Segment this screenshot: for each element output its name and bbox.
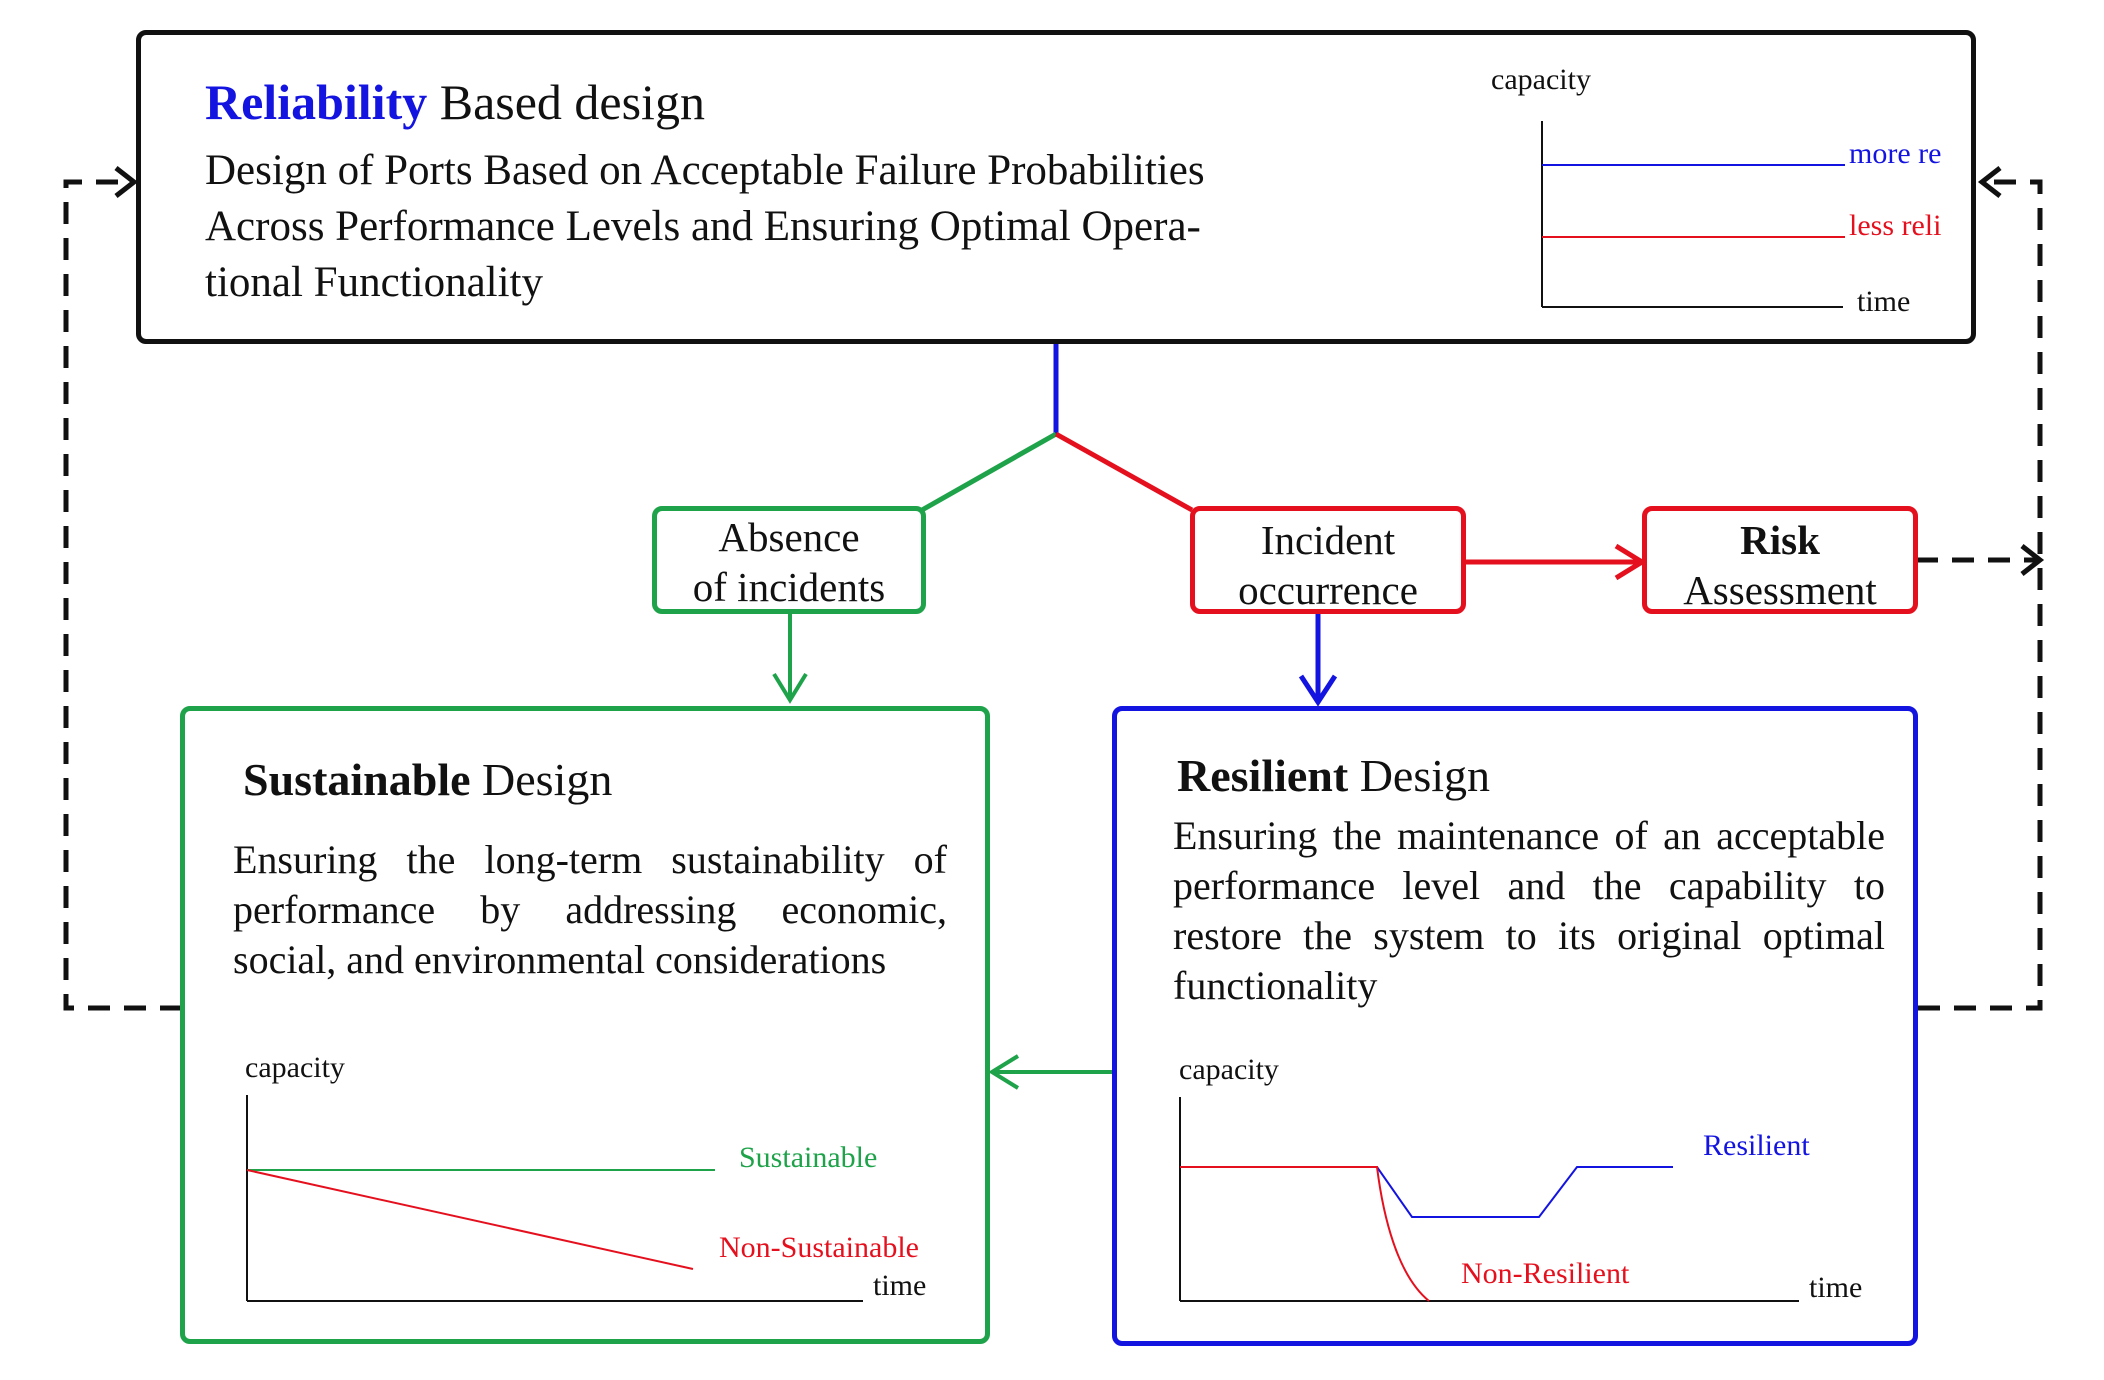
sustainable-title-rest: Design: [470, 754, 613, 805]
more-reliability-label: more reliability: [1849, 137, 1941, 170]
incident-occurrence-box: Incident occurrence: [1190, 506, 1466, 614]
risk-line-1: Risk: [1740, 517, 1820, 563]
sustainable-chart-x-label: time: [873, 1269, 926, 1302]
reliability-line-1: Design of Ports Based on Acceptable Fail…: [205, 147, 1205, 194]
green-branch-line: [920, 431, 1058, 513]
right-dashed-feedback: [1916, 179, 2043, 1011]
left-dashed-feedback: [63, 179, 182, 1011]
reliability-title-highlight: Reliability: [205, 74, 428, 130]
sustainable-title-bold: Sustainable: [243, 754, 471, 805]
resilient-title: Resilient Design: [1177, 749, 1490, 802]
absence-line-2: of incidents: [692, 564, 886, 610]
reliability-line-3: tional Functionality: [205, 259, 543, 306]
absence-label: Absence of incidents: [657, 512, 921, 612]
resilient-description: Ensuring the maintenance of an acceptabl…: [1173, 813, 1885, 1008]
absence-of-incidents-box: Absence of incidents: [652, 506, 926, 614]
sustainable-chart-y-label: capacity: [245, 1051, 345, 1084]
resilient-chart-y-label: capacity: [1179, 1053, 1279, 1086]
risk-dashed-arrowhead: [2020, 544, 2045, 576]
non-sustainable-label: Non-Sustainable: [719, 1231, 919, 1264]
red-branch-line: [1054, 431, 1194, 513]
resilient-chart: capacity time Resilient Non-Resilient: [1179, 1053, 1862, 1304]
sustainable-design-box: Sustainable Design Ensuring the long-ter…: [180, 706, 990, 1344]
non-resilient-curve: [1180, 1166, 1430, 1302]
reliability-chart-y-label: capacity: [1491, 63, 1591, 96]
resilient-design-box: Resilient Design Ensuring the maintenanc…: [1112, 706, 1918, 1346]
risk-assessment-box: Risk Assessment: [1642, 506, 1918, 614]
blue-down-arrowhead: [1298, 674, 1338, 707]
left-dashed-arrowhead: [114, 166, 139, 198]
green-left-arrowhead: [988, 1054, 1020, 1090]
risk-line-2: Assessment: [1683, 567, 1877, 613]
reliability-description: Design of Ports Based on Acceptable Fail…: [205, 143, 1205, 311]
reliability-line-2: Across Performance Levels and Ensuring O…: [205, 203, 1201, 250]
reliability-design-box: Reliability Based design Design of Ports…: [136, 30, 1976, 344]
sustainable-label: Sustainable: [739, 1141, 877, 1174]
incident-line-2: occurrence: [1238, 567, 1418, 613]
resilient-label: Resilient: [1703, 1129, 1810, 1162]
reliability-title: Reliability Based design: [205, 73, 705, 131]
resilient-chart-x-label: time: [1809, 1271, 1862, 1304]
reliability-title-rest: Based design: [427, 74, 705, 130]
right-dashed-loop-line: [1918, 179, 2043, 1011]
incident-label: Incident occurrence: [1195, 515, 1461, 615]
non-sustainable-line: [246, 1169, 694, 1270]
reliability-chart: capacity time more reliability less reli…: [1491, 63, 1941, 318]
sustainable-description: Ensuring the long-term sustainability of…: [233, 837, 947, 982]
absence-line-1: Absence: [718, 514, 860, 560]
resilient-line: [1180, 1166, 1673, 1218]
right-dashed-arrowhead: [1977, 166, 2002, 198]
left-dashed-loop-line: [63, 179, 182, 1011]
sustainable-chart: capacity time Sustainable Non-Sustainabl…: [245, 1051, 926, 1302]
resilient-title-bold: Resilient: [1177, 750, 1349, 801]
reliability-chart-x-label: time: [1857, 285, 1910, 318]
incident-line-1: Incident: [1260, 517, 1396, 563]
resilient-title-rest: Design: [1348, 750, 1491, 801]
green-down-arrowhead: [772, 672, 808, 704]
non-resilient-label: Non-Resilient: [1461, 1257, 1630, 1290]
sustainable-title: Sustainable Design: [243, 753, 612, 806]
less-reliability-label: less reliability: [1849, 209, 1941, 242]
risk-label: Risk Assessment: [1647, 515, 1913, 615]
